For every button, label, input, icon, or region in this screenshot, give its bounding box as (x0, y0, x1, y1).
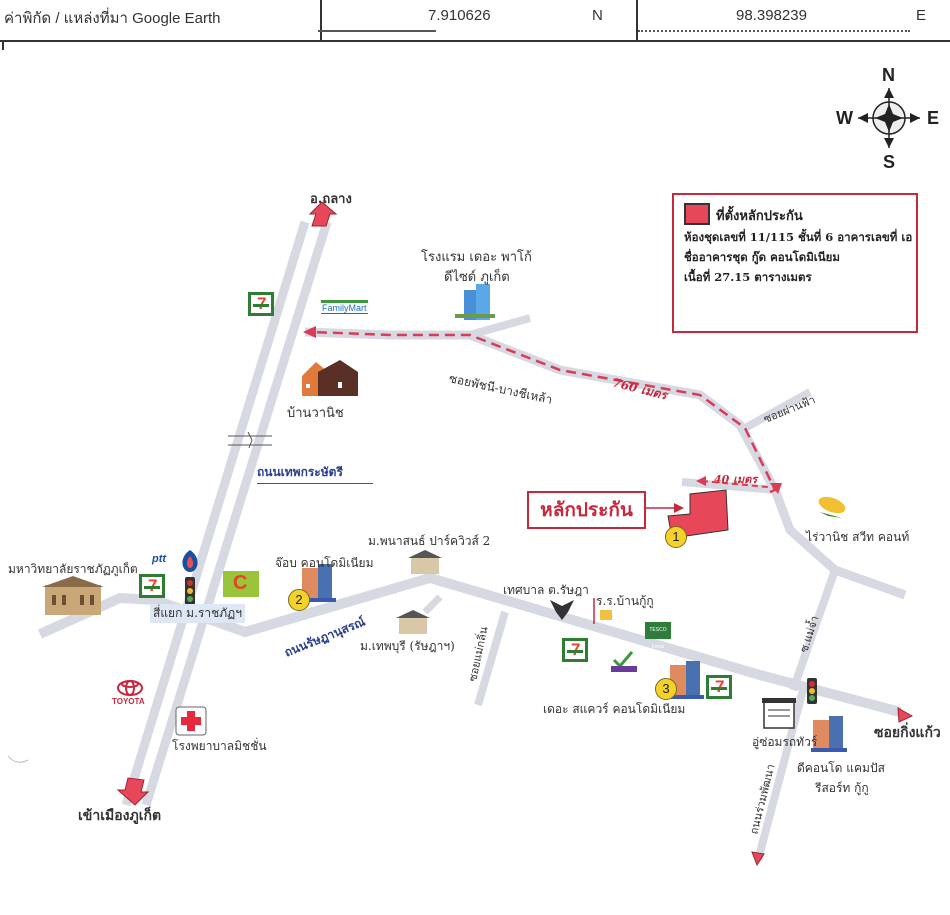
table-border (2, 40, 4, 50)
ptt-logo-icon (182, 550, 198, 572)
lotus-logo: C (223, 571, 259, 597)
coordinates-source-label: ค่าพิกัด / แหล่งที่มา Google Earth (4, 10, 221, 27)
garage-label: อู่ซ่อมรถทัวร์ (752, 735, 818, 749)
road-thepkrasattri-label: ถนนเทพกระษัตรี (257, 463, 373, 484)
familymart-logo: FamilyMart (321, 300, 368, 314)
compass-north-label: N (882, 65, 895, 85)
route-arrowhead-south (770, 483, 782, 494)
ban-wanich-label: บ้านวานิช (287, 406, 344, 421)
municipality-label: เทศบาล ต.รัษฎา (503, 583, 589, 597)
distance-40m-line (701, 480, 769, 488)
toyota-logo-icon (117, 680, 143, 696)
phanason-village-label: ม.พนาสนธ์ ปาร์ควิวส์ 2 (368, 534, 491, 548)
arrow-north-icon (308, 201, 338, 227)
longitude-value: 98.398239 (736, 7, 807, 24)
marker-3: 3 (655, 678, 677, 700)
seven-eleven-logo: 7 (248, 292, 274, 316)
arrow-south-rawpattana-icon (751, 851, 765, 867)
condo-building-icon (811, 716, 847, 752)
traffic-light-icon (807, 678, 817, 704)
marker-2: 2 (288, 589, 310, 611)
ratsadanusorn-road (37, 572, 902, 717)
dcondo-label-line1: ดีคอนโด แคมปัส (797, 761, 885, 775)
ptt-label: ptt (152, 553, 167, 565)
route-arrowhead-west (303, 326, 316, 338)
collateral-spur-road (681, 478, 777, 494)
coordinates-label-cell: ค่าพิกัด / แหล่งที่มา Google Earth (0, 0, 322, 40)
dotted-line (638, 30, 910, 32)
house-icon (302, 360, 358, 396)
arrow-east-icon (897, 707, 914, 723)
latitude-cell: 7.910626 N (318, 0, 638, 40)
seven-eleven-logo: 7 (562, 638, 588, 662)
soi-phanfa-road (743, 388, 812, 432)
hospital-icon (175, 706, 207, 736)
seven-eleven-logo: 7 (706, 675, 732, 699)
distance-40m-arrow (696, 476, 706, 486)
soi-maecham-road (789, 568, 839, 692)
village-house-icon (396, 610, 430, 634)
dcondo-label-line2: รีสอร์ท กู้กู (815, 781, 869, 795)
highway-lane-east (141, 220, 332, 807)
collateral-color-swatch (684, 203, 710, 225)
university-building-icon (42, 576, 104, 615)
road-break-symbol (228, 431, 272, 449)
seven-eleven-logo: 7 (139, 574, 165, 598)
jobs-condo-label: จ๊อบ คอนโดมิเนียม (275, 556, 374, 570)
coordinates-header: ค่าพิกัด / แหล่งที่มา Google Earth 7.910… (0, 0, 950, 42)
legend-unit-info: ห้องชุดเลขที่ 11/115 ชั้นที่ 6 อาคารเลขท… (684, 230, 913, 244)
condo-building-icon (668, 661, 704, 699)
hospital-label: โรงพยาบาลมิชชั่น (172, 739, 267, 753)
highway-lane-west (121, 220, 310, 807)
arrow-south-icon (116, 777, 150, 806)
marker-1: 1 (665, 526, 687, 548)
collateral-leader-arrow (674, 503, 684, 513)
longitude-cell: 98.398239 E (636, 0, 948, 40)
dotted-line (320, 30, 434, 32)
compass-east-label: E (927, 108, 940, 128)
village-house-icon (408, 550, 442, 574)
bank-logo-icon (611, 651, 637, 672)
latitude-value: 7.910626 (428, 7, 491, 24)
hotel-spur-road (468, 314, 532, 339)
soi-patchanee-road (304, 327, 907, 600)
garage-building-icon (762, 698, 796, 729)
legend-title: ที่ตั้งหลักประกัน (716, 209, 803, 224)
direction-thalang-label: อ.ถลาง (310, 192, 352, 207)
legend-building-name: ชื่ออาคารชุด กู๊ด คอนโดมิเนียม (684, 250, 840, 264)
condo-building-icon (300, 564, 336, 602)
legend-area: เนื้อที่ 27.15 ตารางเมตร (684, 270, 812, 284)
corn-farm-label: ไร่วานิช สวีท คอนท์ (806, 530, 910, 544)
hotel-building-icon (455, 284, 495, 320)
direction-soi-kingkaew-label: ซอยกิ่งแก้ว (874, 725, 941, 741)
collateral-label-box: หลักประกัน (527, 491, 646, 529)
the-square-condo-label: เดอะ สแควร์ คอนโดมิเนียม (543, 702, 686, 716)
compass-rose-icon (858, 88, 920, 148)
latitude-direction: N (592, 7, 603, 24)
route-760m (311, 330, 777, 494)
hotel-name-line2: ดีไซด์ ภูเก็ต (444, 270, 510, 285)
hotel-name-line1: โรงแรม เดอะ พาโก้ (421, 250, 532, 265)
toyota-label: TOYOTA (112, 697, 145, 706)
university-label: มหาวิทยาลัยราชภัฏภูเก็ต (8, 562, 138, 576)
scan-mark (7, 755, 29, 763)
compass-south-label: S (883, 152, 896, 172)
garuda-emblem-icon (550, 600, 574, 620)
thepburi-village-label: ม.เทพบุรี (รัษฎาฯ) (360, 639, 455, 653)
traffic-light-icon (185, 577, 195, 605)
intersection-label: สี่แยก ม.ราชภัฏฯ (150, 604, 245, 623)
school-icon (593, 598, 612, 624)
rawpattana-road (754, 688, 807, 862)
thepburi-spur-road (422, 594, 443, 615)
soi-maekloen-road (474, 610, 509, 707)
school-label: ร.ร.บ้านกู้กู (596, 594, 654, 608)
collateral-legend-box: ที่ตั้งหลักประกัน ห้องชุดเลขที่ 11/115 ช… (672, 193, 918, 333)
compass-west-label: W (836, 108, 853, 128)
longitude-direction: E (916, 7, 927, 24)
tesco-lotus-logo: TESCO Lotus (645, 622, 671, 650)
corn-icon (818, 496, 846, 518)
direction-phuket-city-label: เข้าเมืองภูเก็ต (78, 808, 162, 824)
distance-40m-label: 40 เมตร (714, 473, 758, 486)
